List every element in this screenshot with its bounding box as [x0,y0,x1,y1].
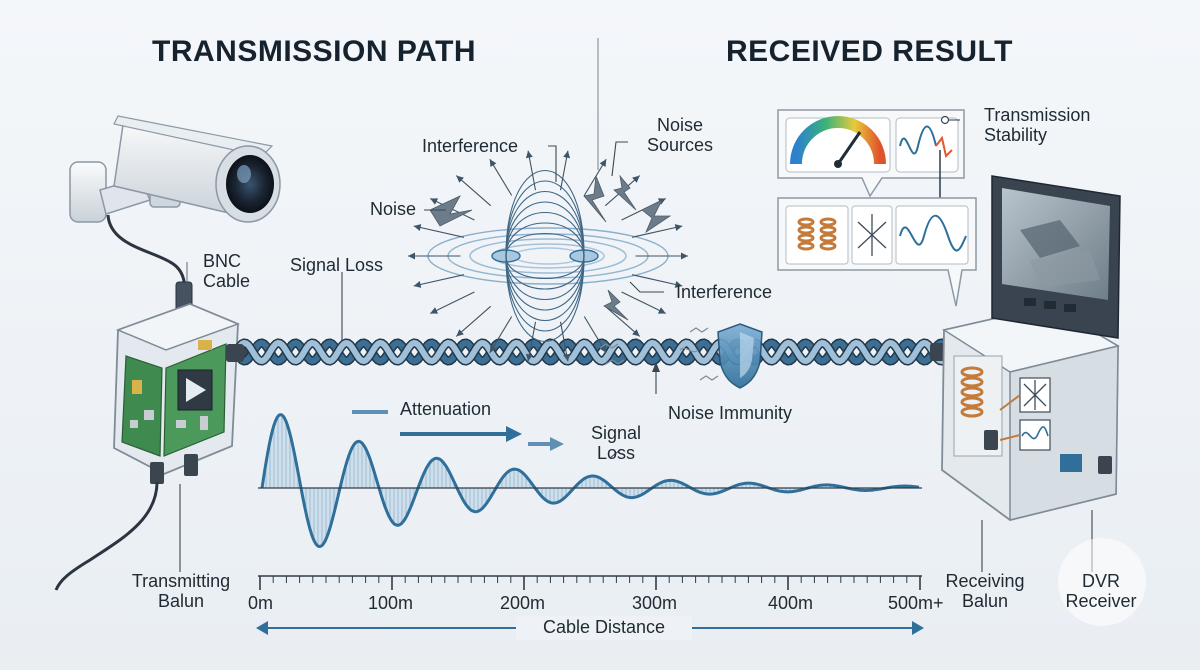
label-bnc-cable: BNC Cable [203,251,251,291]
field-arrow-head-icon [525,150,533,159]
label-cable-distance: Cable Distance [542,617,666,637]
shield-icon [717,323,763,389]
label-noise-sources: Noise Sources [646,115,714,155]
field-arrow-line [489,316,513,354]
field-arrow-head-icon [413,281,422,288]
field-arrow-head-icon [525,353,533,362]
field-arrow-line [455,175,492,207]
noise-bolt-icons [429,174,672,321]
field-arrow-head-icon [408,252,415,260]
field-line [505,222,585,257]
field-arrow-head-icon [430,198,439,205]
field-arrow-head-icon [674,224,683,231]
noise-squiggles [599,327,719,381]
field-arrow-head-icon [563,150,571,159]
label-transmitting-balun: Transmitting Balun [131,571,231,611]
field-arrow-line [604,305,641,337]
label-receiving-balun: Receiving Balun [945,571,1025,611]
field-line [505,255,585,290]
field-line [505,255,585,322]
field-arrow-line [429,291,475,314]
transmitting-balun-icon [113,303,250,484]
field-arrow-head-icon [681,252,688,260]
field-line [505,255,585,311]
field-line [505,180,585,257]
field-line [505,190,585,257]
camera-icon [69,115,281,223]
field-arrow-line [631,274,683,287]
field-line [505,255,585,301]
cable-distance-arrow [256,616,924,640]
field-arrow-head-icon [599,159,607,167]
distance-scale [258,575,922,590]
tick-label-200m: 200m [500,593,546,613]
cable-strand [233,339,949,365]
leader-lines [179,119,1093,572]
field-arrow-head-icon [657,307,666,314]
tick-label-500m: 500m+ [888,593,944,613]
field-arrow-head-icon [632,329,640,337]
field-arrow-line [489,158,513,196]
tick-label-400m: 400m [768,593,814,613]
field-line [505,255,585,343]
field-arrow-head-icon [599,345,607,353]
field-arrow-line [413,274,465,287]
field-arrow-head-icon [563,353,571,362]
field-arrow-line [455,305,492,337]
receiving-balun-icon [941,305,1120,521]
field-ring [469,238,627,274]
label-signal-loss-top: Signal Loss [290,255,384,275]
stability-panel [777,109,965,198]
attenuation-arrows [352,410,564,451]
label-noise-immunity: Noise Immunity [668,403,793,423]
field-arrow-line [413,225,465,238]
field-arrow-head-icon [430,307,439,314]
field-line [505,201,585,257]
stability-marker [940,115,950,125]
field-arrow-head-icon [489,345,497,353]
heading-transmission-path: TRANSMISSION PATH [152,35,477,68]
field-arrow-head-icon [456,175,464,183]
tick-label-100m: 100m [368,593,414,613]
field-line [505,255,585,332]
cable-end-left [226,344,244,362]
field-line [505,169,585,257]
field-line [505,255,585,280]
label-noise: Noise [370,199,417,219]
field-line [505,211,585,257]
interference-field [408,150,688,362]
twisted-pair-cable [226,338,951,366]
field-arrow-line [583,158,607,196]
field-arrow-head-icon [489,159,497,167]
field-arrow-head-icon [674,281,683,288]
heading-received-result: RECEIVED RESULT [726,35,1013,68]
tick-label-0m: 0m [248,593,274,613]
tick-label-300m: 300m [632,593,678,613]
immunity-arrow-icon [652,362,660,372]
dvr-monitor-icon [991,175,1121,339]
field-arrow-line [621,291,667,314]
label-attenuation: Attenuation [400,399,492,419]
field-arrow-head-icon [632,175,640,183]
watermark-badge [1058,538,1146,626]
field-arrow-head-icon [657,198,666,205]
field-line [505,232,585,257]
field-arrow-line [631,225,683,238]
label-interference-right: Interference [676,282,773,302]
label-signal-loss-bottom: Signal Loss [590,423,642,463]
field-arrow-head-icon [456,329,464,337]
field-arrow-head-icon [413,224,422,231]
label-dvr-receiver: DVR Receiver [1065,571,1137,611]
wave-fill [262,414,920,547]
circuit-panel [777,197,977,307]
label-transmission-stability: Transmission Stability [984,105,1091,145]
label-interference-top: Interference [422,136,519,156]
power-cable [54,481,159,591]
